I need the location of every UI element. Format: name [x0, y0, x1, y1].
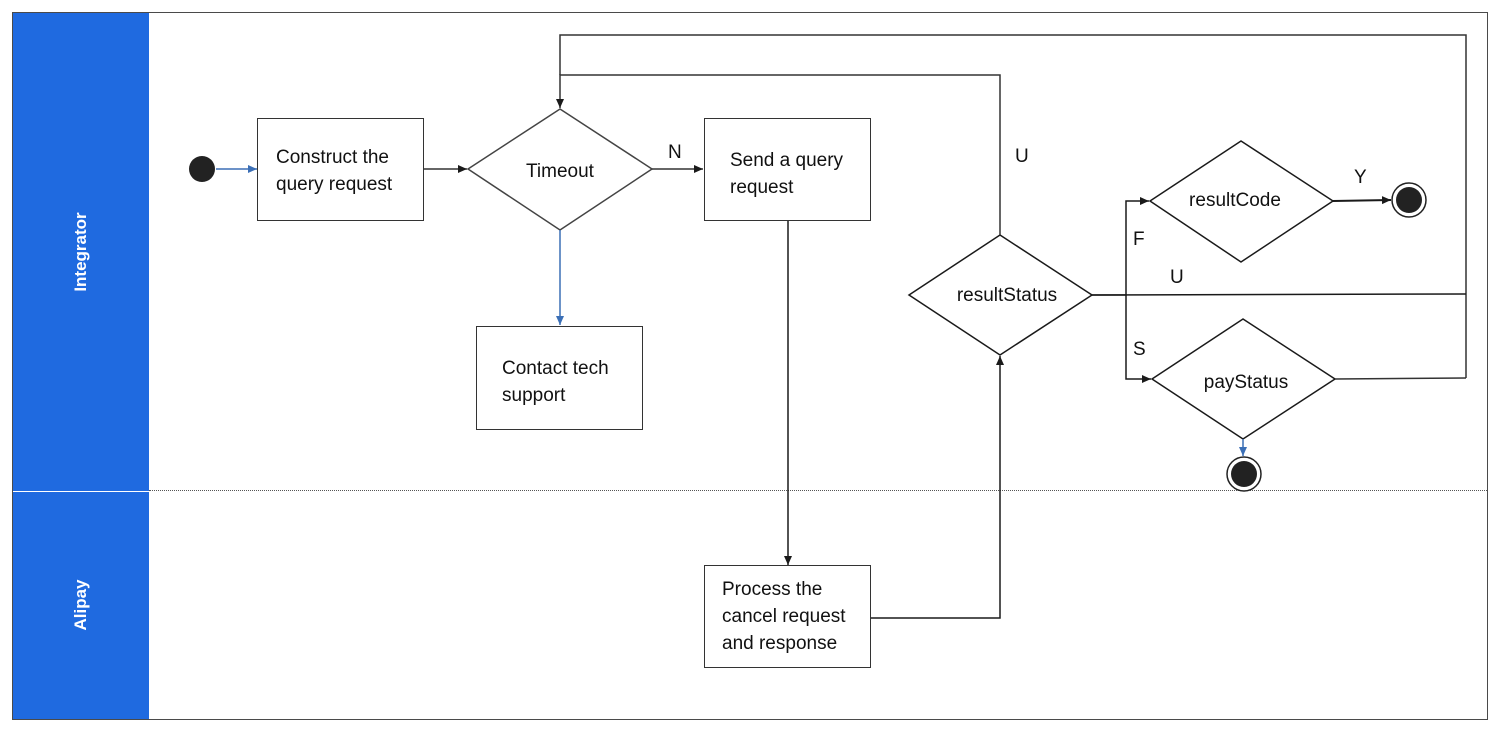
lane-header-separator [13, 491, 149, 492]
send-query-line2: request [730, 177, 794, 198]
send-query-line1: Send a query [730, 150, 844, 171]
construct-query-line1: Construct the [276, 147, 389, 168]
edge-label-timeout-n: N [668, 142, 682, 163]
send-query-box: Send a query request [704, 118, 871, 221]
edge-label-status-u: U [1170, 267, 1184, 288]
outer-loop-line [559, 34, 1467, 378]
process-cancel-line1: Process the [722, 579, 823, 600]
lane-header-alipay: Alipay [13, 491, 149, 719]
contact-support-line2: support [502, 385, 566, 406]
paystatus-label: payStatus [1203, 372, 1289, 393]
edge-label-status-f: F [1133, 229, 1145, 250]
arrow-resultstatus-f-to-resultcode [1092, 197, 1149, 296]
construct-query-box: Construct the query request [257, 118, 424, 221]
construct-query-line2: query request [276, 174, 393, 195]
process-cancel-box: Process the cancel request and response [704, 565, 871, 668]
edge-label-code-y: Y [1354, 167, 1367, 188]
end-node-resultcode-inner [1396, 187, 1422, 213]
lane-divider [149, 490, 1487, 491]
resultcode-label: resultCode [1189, 190, 1281, 211]
process-cancel-line2: cancel request [722, 606, 846, 627]
resultstatus-decision [907, 234, 1094, 356]
arrow-resultstatus-s-to-paystatus [1125, 295, 1151, 383]
contact-support-line1: Contact tech [502, 358, 609, 379]
contact-support-box: Contact tech support [476, 326, 643, 430]
arrow-process-to-resultstatus [870, 356, 1004, 619]
edge-label-status-u-up: U [1015, 146, 1029, 167]
resultcode-decision [1148, 140, 1335, 263]
lane-header-integrator: Integrator [13, 13, 149, 491]
arrow-resultstatus-u-to-timeout [556, 74, 1001, 235]
resultstatus-label: resultStatus [956, 285, 1058, 306]
process-cancel-line3: and response [722, 633, 838, 654]
timeout-label: Timeout [526, 161, 594, 182]
edge-label-status-s: S [1133, 339, 1146, 360]
arrow-resultcode-y-to-end [1332, 196, 1392, 205]
end-node-paystatus-inner [1231, 461, 1257, 487]
arrow-resultstatus-u-right [1091, 293, 1467, 296]
paystatus-loop-line [1334, 377, 1467, 380]
start-node [189, 156, 215, 182]
diagram-frame [12, 12, 1488, 720]
